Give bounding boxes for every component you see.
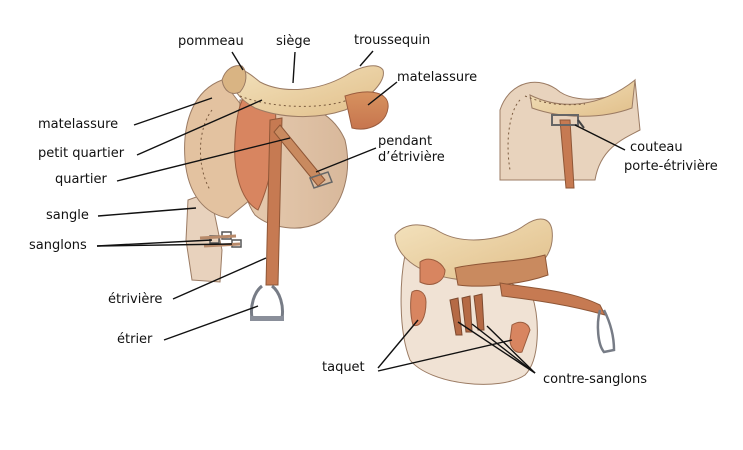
label-contre-sanglons: contre-sanglons <box>543 372 647 387</box>
label-taquet: taquet <box>322 360 365 375</box>
label-pendant-line2: d’étrivière <box>378 150 445 165</box>
label-matelassure-left: matelassure <box>38 117 119 132</box>
etriviere-strap <box>265 117 283 286</box>
main-saddle <box>184 65 389 321</box>
label-troussequin: troussequin <box>354 33 431 48</box>
label-petit-quartier: petit quartier <box>38 146 125 161</box>
label-sangle: sangle <box>46 208 89 223</box>
label-siege: siège <box>276 34 311 49</box>
label-sanglons: sanglons <box>29 238 87 253</box>
sanglons-buckles <box>199 231 242 248</box>
siege-seat <box>227 65 384 117</box>
label-pendant-line1: pendant <box>378 134 433 149</box>
label-matelassure-right: matelassure <box>397 70 478 85</box>
label-couteau-line2: porte-étrivière <box>624 159 718 174</box>
etrier-stirrup <box>250 284 284 320</box>
panel-left <box>184 79 251 219</box>
label-etriviere: étrivière <box>108 292 163 307</box>
label-couteau-line1: couteau <box>630 140 683 155</box>
panel-right <box>344 91 389 130</box>
detail-stirrup-bar <box>499 78 641 189</box>
leader-lines <box>96 50 626 374</box>
label-pommeau: pommeau <box>178 34 244 49</box>
pommeau <box>221 65 247 94</box>
label-quartier: quartier <box>55 172 107 187</box>
label-etrier: étrier <box>117 332 153 347</box>
